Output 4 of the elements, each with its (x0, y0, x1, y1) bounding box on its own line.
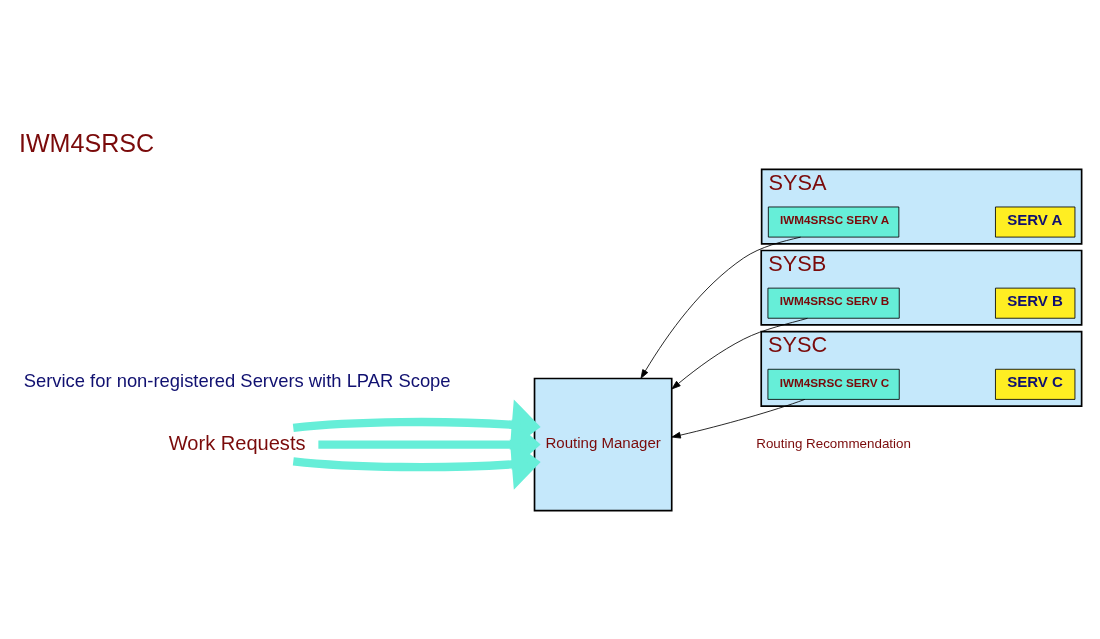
node-text: Work Requests (168, 431, 306, 454)
label: Routing Recommendation (756, 435, 911, 451)
label: Service for non-registered Servers with LPAR Scope (23, 369, 451, 391)
diagram-title: IWM4SRSC (18, 128, 155, 157)
